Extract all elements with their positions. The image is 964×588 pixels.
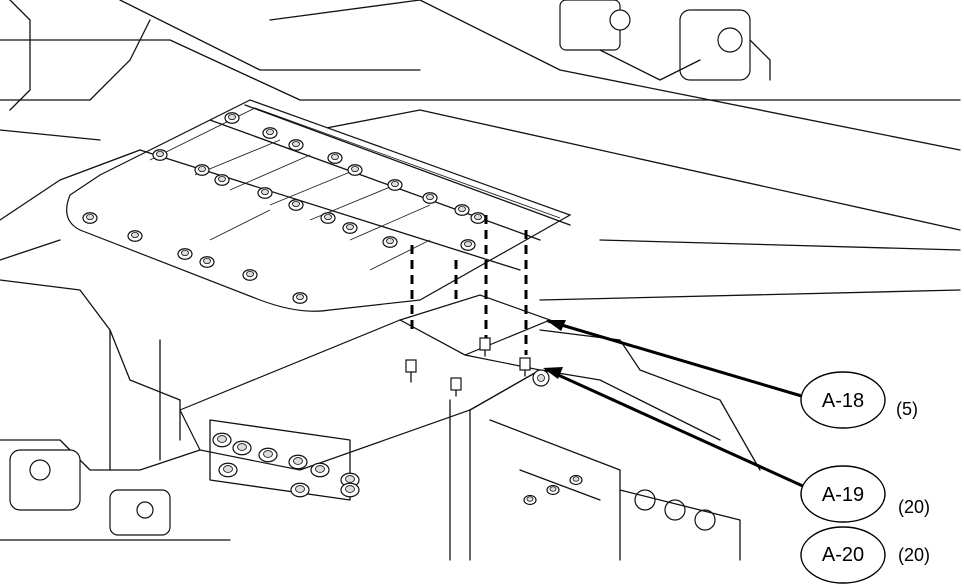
callout-qty-a20: (20) [898,545,931,565]
fasteners [405,215,550,397]
callout-label-a19: A-19 [821,484,865,506]
bolt-head-icon [262,127,278,139]
lower-bolts [523,474,583,506]
bolt-head-icon [199,256,215,268]
nut-icon [532,369,550,387]
callout-label-a18: A-18 [821,390,865,412]
bolt-head-icon [454,204,470,216]
bolt-head-icon [177,248,193,260]
bolt-head-icon [569,474,583,486]
cylinder-row [212,432,360,498]
bolt-head-icon [387,179,403,191]
bolt-head-icon [347,164,363,176]
bolt-head-icon [242,269,258,281]
bolt-head-icon [127,230,143,242]
bolt-head-icon [546,484,560,496]
bolt-head-icon [290,482,310,498]
bolt-head-icon [422,192,438,204]
bolt-head-icon [310,462,330,478]
bolt-icon [405,359,417,383]
bolt-head-icon [224,112,240,124]
bolt-head-icon [218,462,238,478]
bolt-head-icon [82,212,98,224]
bolt-head-icon [258,447,278,463]
lower-structure [0,279,741,561]
panel-bolts [82,112,486,304]
bolt-icon [479,337,491,357]
arrowhead-a18 [546,320,566,331]
bolt-head-icon [292,292,308,304]
bolt-head-icon [320,212,336,224]
callout-qty-a19: (20) [898,497,931,517]
bolt-head-icon [288,454,308,470]
callout-ellipse-a19 [800,465,886,523]
leader-line-a18 [547,319,806,399]
bolt-head-icon [470,212,486,224]
bolt-head-icon [340,482,360,498]
callout-ellipse-a20 [800,526,886,584]
bolt-head-icon [152,149,168,161]
bolt-head-icon [257,187,273,199]
bolt-head-icon [523,494,537,506]
bolt-head-icon [342,222,358,234]
arrowhead-a19 [543,367,563,379]
bolt-head-icon [460,239,476,251]
bolt-head-icon [382,236,398,248]
bolt-head-icon [327,152,343,164]
leader-line-a19 [544,367,806,489]
bolt-head-icon [212,432,232,448]
bolt-head-icon [214,174,230,186]
background-structure [0,0,961,301]
bolt-icon [519,357,531,377]
leader-lines [543,319,806,489]
bolt-head-icon [232,440,252,456]
bolt-icon [450,377,462,397]
callout-ellipse-a18 [800,371,886,429]
bolt-head-icon [288,199,304,211]
top-panel-assembly [66,99,572,312]
bolt-head-icon [194,164,210,176]
callout-label-a20: A-20 [821,544,865,566]
bolt-head-icon [340,472,360,488]
bolt-head-icon [288,139,304,151]
callout-qty-a18: (5) [896,399,918,419]
